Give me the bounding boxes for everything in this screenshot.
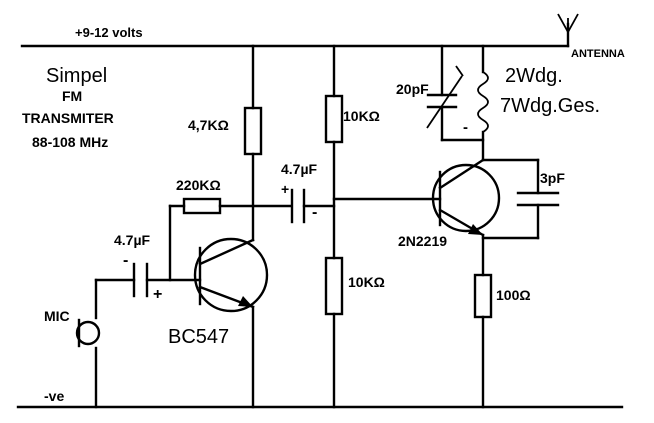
- 2n2219-label: 2N2219: [398, 233, 447, 249]
- supply-rails: [16, 44, 624, 409]
- bc547-transistor: BC547: [168, 237, 269, 409]
- coil-tap-label: 2Wdg.: [505, 65, 563, 87]
- input-capacitor-label: 4.7µF: [114, 232, 151, 248]
- antenna-label: ANTENNA: [571, 48, 625, 60]
- resistor-10k-top: [324, 94, 344, 144]
- feedback-capacitor-label: 3pF: [540, 170, 565, 186]
- resistor-4k7: [243, 106, 263, 156]
- 2n2219-emitter-arrow: [468, 224, 483, 235]
- resistor-10k-bottom: [324, 256, 344, 316]
- title-block: +9-12 volts Simpel FM TRANSMITER 88-108 …: [22, 25, 143, 404]
- supply-negative-label: -ve: [44, 388, 64, 404]
- antenna: ANTENNA: [557, 13, 625, 60]
- resistor-220k: [182, 197, 222, 215]
- supply-positive-label: +9-12 volts: [75, 25, 143, 40]
- title-line-4: 88-108 MHz: [32, 134, 108, 150]
- microphone-icon: [75, 318, 101, 348]
- trimmer-adjust-arrow: [426, 75, 463, 129]
- output-capacitor-label: 4.7µF: [281, 161, 318, 177]
- bc547-emitter-arrow: [238, 296, 253, 307]
- bias-resistor-branch: 220KΩ: [168, 177, 292, 282]
- output-capacitor-plus: +: [281, 181, 289, 197]
- collector-resistor-branch: 4,7KΩ: [188, 44, 263, 242]
- tank-circuit: 20pF - 2Wdg. 7Wdg.Ges.: [396, 44, 600, 162]
- title-line-3: TRANSMITER: [22, 110, 114, 126]
- base-divider: 10KΩ 10KΩ: [324, 44, 442, 409]
- title-line-2: FM: [62, 88, 82, 104]
- 2n2219-transistor: 2N2219: [398, 158, 501, 249]
- bc547-label: BC547: [168, 326, 229, 348]
- resistor-100-label: 100Ω: [496, 287, 531, 303]
- antenna-icon: [557, 13, 579, 46]
- resistor-10k-top-label: 10KΩ: [343, 108, 380, 124]
- input-capacitor-plus: +: [153, 286, 162, 303]
- resistor-220k-label: 220KΩ: [176, 177, 221, 193]
- coil-total-label: 7Wdg.Ges.: [500, 95, 600, 117]
- output-capacitor-minus: -: [312, 204, 317, 221]
- resistor-10k-bottom-label: 10KΩ: [348, 274, 385, 290]
- feedback-capacitor: 3pF: [481, 158, 565, 240]
- trimmer-label: 20pF: [396, 81, 429, 97]
- title-line-1: Simpel: [46, 65, 107, 87]
- emitter-resistor-branch: 100Ω: [473, 233, 531, 409]
- resistor-4k7-label: 4,7KΩ: [188, 117, 229, 133]
- output-coupling-capacitor: 4.7µF + -: [281, 161, 336, 224]
- trimmer-minus: -: [463, 119, 468, 136]
- input-capacitor-minus: -: [123, 252, 128, 269]
- resistor-100: [473, 273, 493, 319]
- input-stage: 4.7µF - + MIC: [44, 232, 202, 409]
- oscillator-coil-icon: [477, 71, 489, 133]
- mic-label: MIC: [44, 308, 70, 324]
